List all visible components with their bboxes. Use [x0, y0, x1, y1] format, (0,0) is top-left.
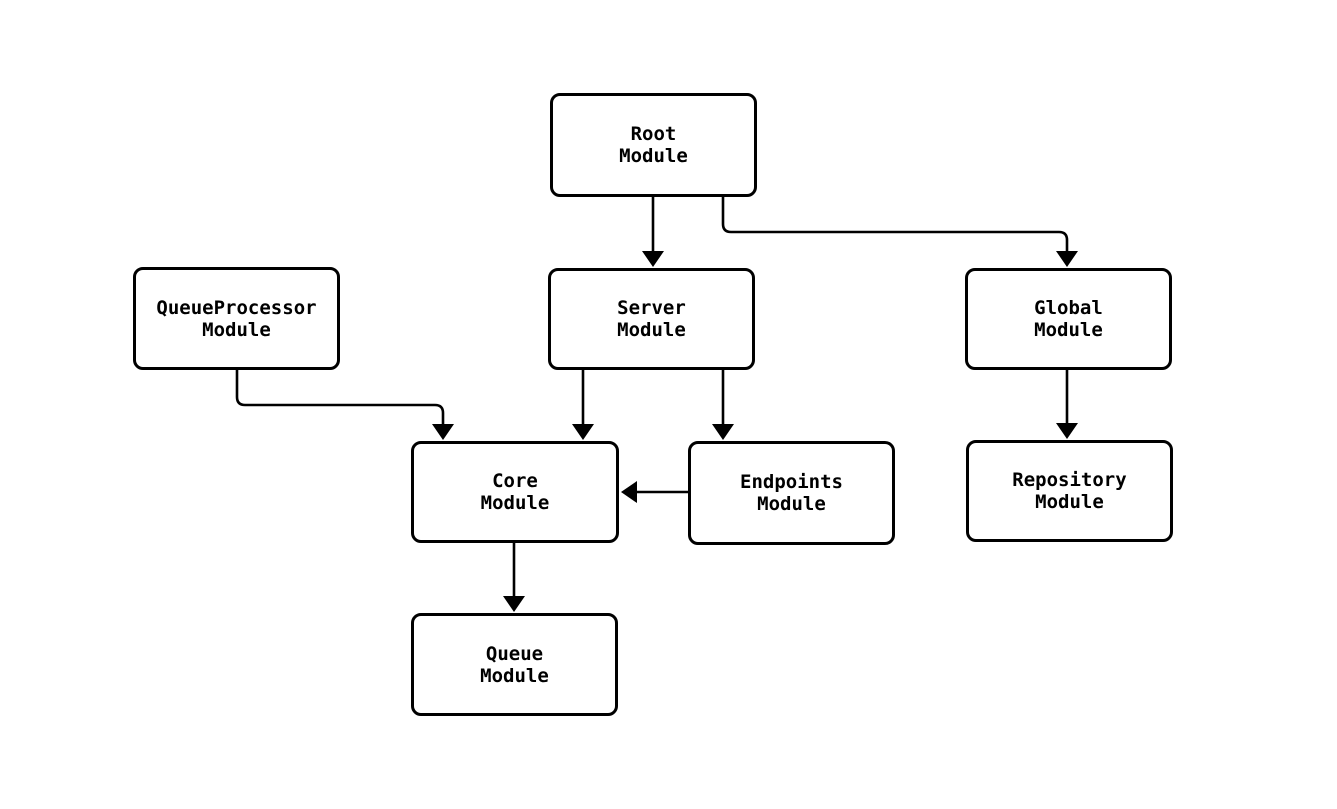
arrowhead-down-icon [572, 424, 594, 440]
node-queueprocessor-module: QueueProcessor Module [133, 267, 340, 370]
edge-endpoints-to-core [621, 481, 688, 503]
node-server-module: Server Module [548, 268, 755, 370]
node-root-module: Root Module [550, 93, 757, 197]
edge-server-to-endpoints [712, 370, 734, 440]
node-core-module: Core Module [411, 441, 619, 543]
arrowhead-down-icon [642, 251, 664, 267]
edge-root-to-global [721, 197, 1078, 267]
edge-core-to-queue [503, 543, 525, 612]
edge-global-to-repository [1056, 370, 1078, 439]
arrowhead-down-icon [1056, 251, 1078, 267]
node-endpoints-module: Endpoints Module [688, 441, 895, 545]
arrowhead-down-icon [503, 596, 525, 612]
arrowhead-down-icon [432, 424, 454, 440]
edge-queueprocessor-to-core [235, 370, 454, 440]
arrowhead-down-icon [1056, 423, 1078, 439]
arrowhead-down-icon [712, 424, 734, 440]
arrowhead-left-icon [621, 481, 637, 503]
node-repository-module: Repository Module [966, 440, 1173, 542]
edge-root-to-server [642, 197, 664, 267]
node-queue-module: Queue Module [411, 613, 618, 716]
node-global-module: Global Module [965, 268, 1172, 370]
edge-server-to-core [572, 370, 594, 440]
